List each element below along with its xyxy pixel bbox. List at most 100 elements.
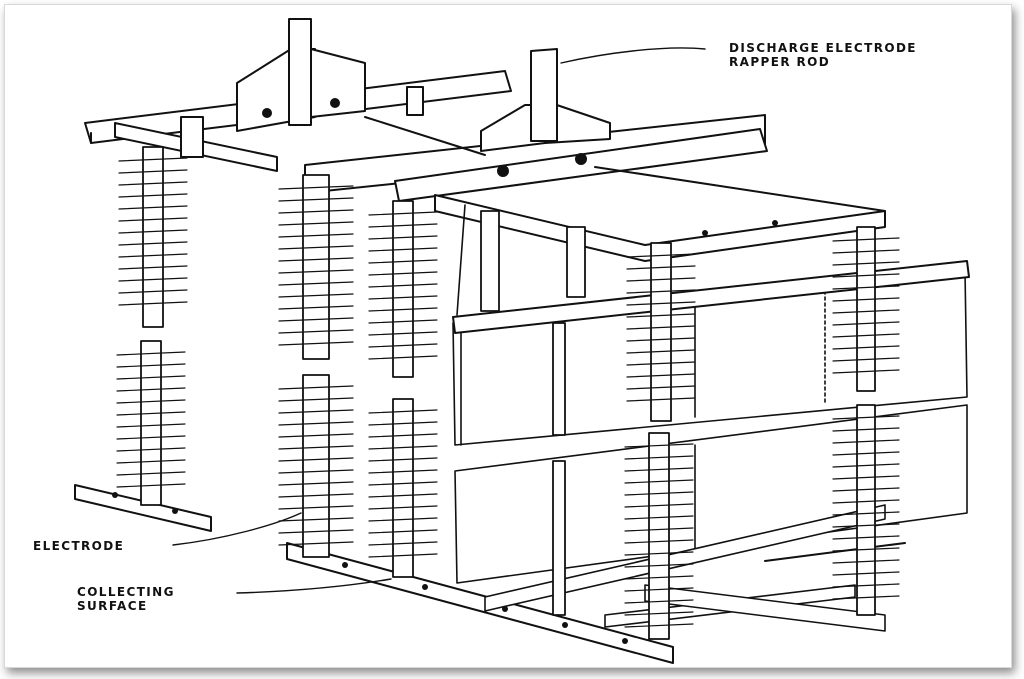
electrode-wire [832, 487, 900, 492]
electrode-wire [278, 269, 354, 274]
electrode-wire [624, 455, 694, 460]
electrode-wire [118, 265, 188, 270]
electrode-wire [278, 233, 354, 238]
electrode-wire [278, 409, 354, 414]
electrode-wire [626, 361, 696, 366]
electrode-wire [116, 399, 186, 404]
electrode-wire [832, 559, 900, 564]
electrode-rod [856, 226, 876, 392]
electrode-rod [480, 210, 500, 312]
electrode-wire [832, 345, 900, 350]
electrode-wire [832, 583, 900, 588]
electrode-wire [278, 221, 354, 226]
electrode-wire [368, 319, 438, 324]
electrode-wire [832, 451, 900, 456]
electrode-rod [302, 374, 330, 558]
electrode-wire [832, 273, 900, 278]
electrode-wire [278, 385, 354, 390]
electrode-rod [566, 226, 586, 298]
electrode-wire [368, 331, 438, 336]
electrode-wire [278, 397, 354, 402]
electrode-wire [832, 463, 900, 468]
electrode-label: ELECTRODE [33, 539, 125, 553]
electrode-wire [368, 247, 438, 252]
bolt [422, 584, 428, 590]
electrode-wire [832, 249, 900, 254]
electrode-wire [278, 293, 354, 298]
electrode-rod [856, 404, 876, 616]
electrode-wire [368, 259, 438, 264]
discharge-electrode-label: DISCHARGE ELECTRODE [729, 41, 917, 55]
electrode-wire [368, 505, 438, 510]
bolt [578, 156, 584, 162]
electrode-wire [832, 547, 900, 552]
electrode-wire [624, 539, 694, 544]
electrode-wire [626, 253, 696, 258]
electrode-wire [278, 469, 354, 474]
electrode-wire [626, 289, 696, 294]
collecting-label: COLLECTING [77, 585, 175, 599]
electrode-wire [368, 343, 438, 348]
electrode-wire [118, 241, 188, 246]
electrode-wire [832, 511, 900, 516]
electrode-wire [832, 369, 900, 374]
electrode-wire [116, 375, 186, 380]
electrode-wire [278, 505, 354, 510]
electrode-wire [624, 611, 694, 616]
electrode-wire [624, 587, 694, 592]
electrode-wire [278, 481, 354, 486]
bolt [562, 622, 568, 628]
electrode-wire [626, 349, 696, 354]
bolt [772, 220, 778, 226]
electrode-wire [118, 277, 188, 282]
electrode-wire [624, 575, 694, 580]
electrode-wire [832, 357, 900, 362]
electrode-wire [832, 427, 900, 432]
electrode-wire [832, 309, 900, 314]
electrode-rod [142, 146, 164, 328]
bolt [502, 606, 508, 612]
electrode-wire [118, 253, 188, 258]
bolt [702, 230, 708, 236]
electrode-wire [832, 261, 900, 266]
electrode-wire [368, 529, 438, 534]
electrode-wire [626, 325, 696, 330]
electrode-wire [832, 475, 900, 480]
diagram-frame: DISCHARGE ELECTRODE RAPPER ROD ELECTRODE… [4, 4, 1012, 668]
electrode-wire [832, 415, 900, 420]
rapper-rods [180, 18, 558, 158]
electrode-rod [552, 322, 566, 436]
electrode-wire [832, 297, 900, 302]
electrode-wire [624, 467, 694, 472]
bolt [172, 508, 178, 514]
electrode-wire [116, 387, 186, 392]
electrode-wire [118, 157, 188, 162]
electrode-wire [116, 471, 186, 476]
electrode-wire [624, 551, 694, 556]
frame-bolts [112, 156, 778, 644]
electrode-wire [116, 459, 186, 464]
electrode-wire [278, 197, 354, 202]
electrode-wire [368, 307, 438, 312]
electrode-wire [116, 483, 186, 488]
electrode-wire [368, 517, 438, 522]
electrode-wire [116, 363, 186, 368]
electrode-wire [116, 435, 186, 440]
electrode-wire [368, 235, 438, 240]
electrode-wire [626, 373, 696, 378]
electrode-wire [832, 523, 900, 528]
electrode-wire [118, 193, 188, 198]
leader-lines [172, 47, 706, 594]
bolt [622, 638, 628, 644]
electrode-wire [368, 409, 438, 414]
electrode-wire [278, 209, 354, 214]
electrode-wire [624, 527, 694, 532]
electrode-wire [278, 245, 354, 250]
electrode-wire [832, 571, 900, 576]
electrode-wire [626, 277, 696, 282]
electrode-wire [832, 535, 900, 540]
electrode-wire [368, 211, 438, 216]
electrode-wire [368, 283, 438, 288]
electrode-wire [368, 469, 438, 474]
electrode-wire [368, 271, 438, 276]
